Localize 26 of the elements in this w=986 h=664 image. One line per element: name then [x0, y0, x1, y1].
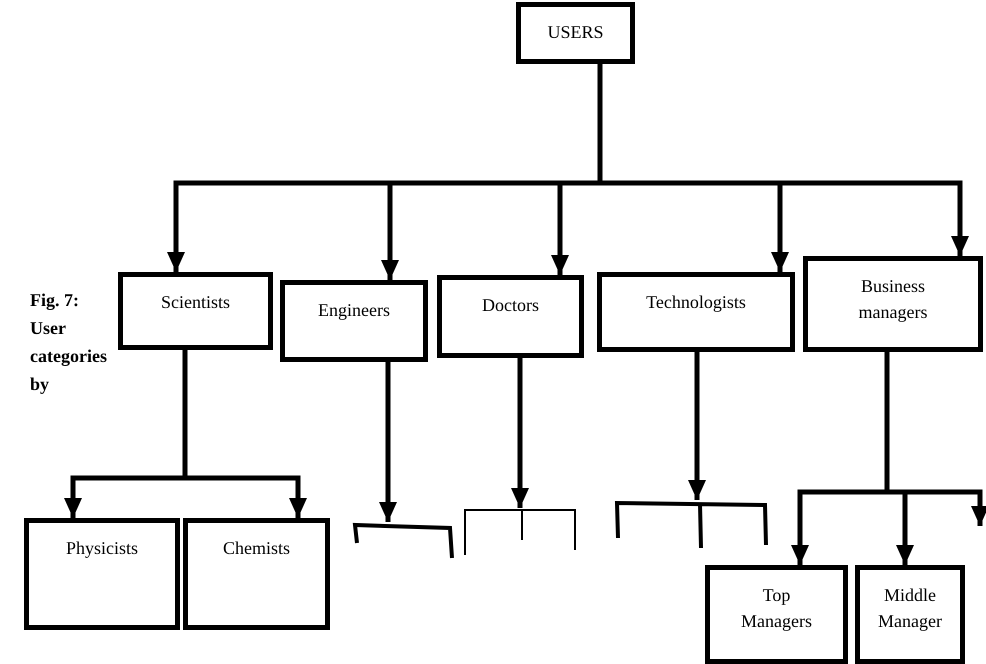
category-box — [855, 565, 965, 664]
box-label: Physicists — [66, 537, 138, 560]
category-box — [118, 272, 273, 350]
bracket — [615, 500, 768, 550]
box-label: Scientists — [160, 291, 230, 314]
arrow — [379, 362, 397, 522]
category-box — [597, 272, 795, 352]
box-label: Business managers — [858, 275, 928, 324]
category-box — [280, 280, 428, 362]
category-box — [24, 518, 180, 630]
box-label: Engineers — [318, 299, 390, 322]
figure-caption: Fig. 7: User categories by — [30, 289, 108, 396]
arrow — [511, 358, 529, 508]
box-label: USERS — [547, 21, 604, 44]
category-box — [183, 518, 330, 630]
arrow — [688, 352, 706, 500]
category-box — [705, 565, 848, 664]
box-label: Middle Manager — [877, 584, 943, 634]
box-label: Technologists — [646, 291, 746, 314]
root-box — [516, 2, 635, 64]
box-label: Doctors — [482, 294, 539, 317]
category-box — [803, 256, 983, 352]
box-label: Chemists — [222, 537, 290, 560]
bracket — [463, 508, 577, 558]
category-box — [437, 275, 584, 358]
box-label: Top Managers — [740, 584, 813, 634]
